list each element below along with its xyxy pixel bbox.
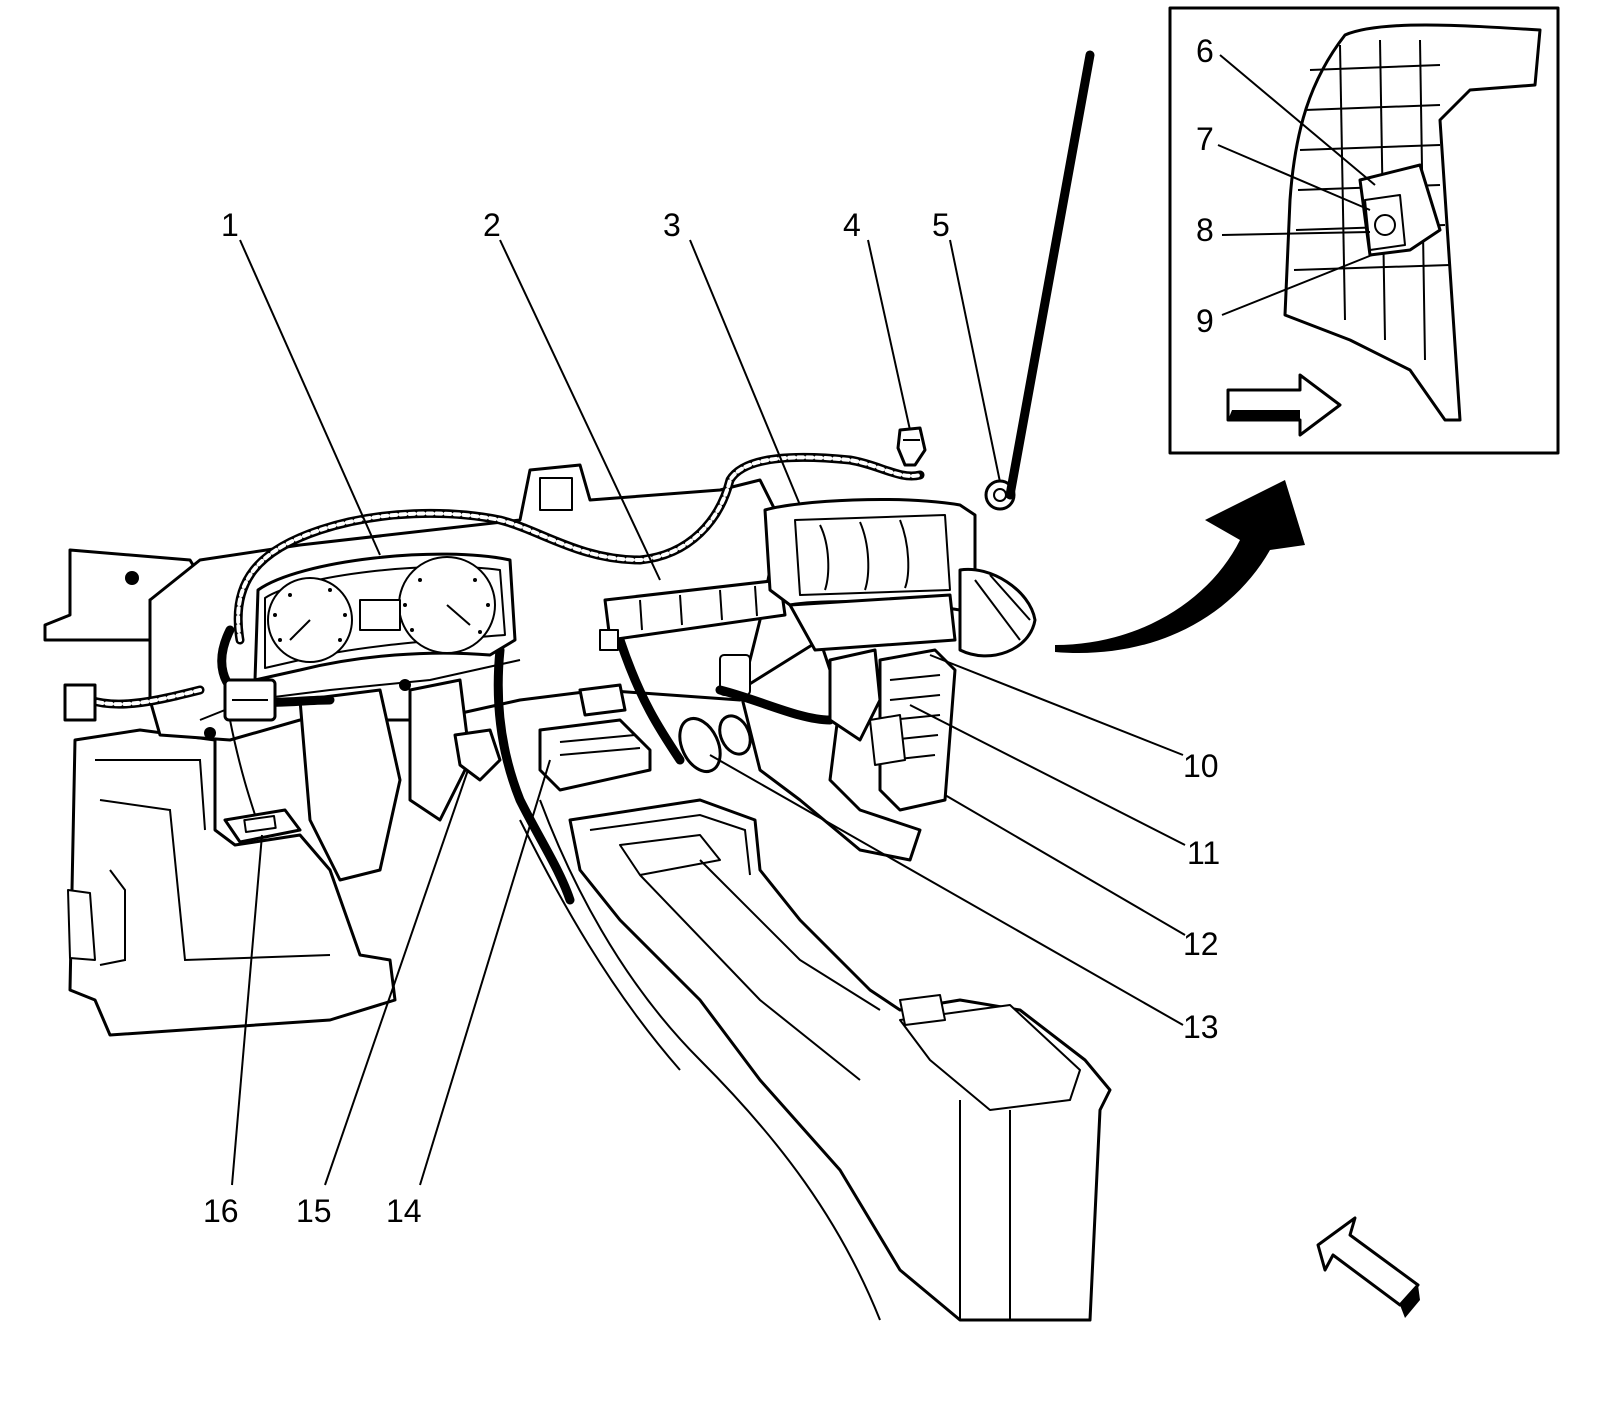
control-module: [599, 578, 787, 651]
wiring-harness: [85, 452, 925, 905]
callout-14: 14: [386, 1193, 422, 1229]
callout-10: 10: [1183, 748, 1219, 784]
bracket-15: [453, 728, 502, 782]
left-connector: [63, 678, 277, 722]
leader-lines: [231, 54, 1376, 1186]
instrument-cluster: [253, 552, 517, 682]
callout-2: 2: [483, 207, 501, 243]
callout-16: 16: [203, 1193, 239, 1229]
callout-13: 13: [1183, 1009, 1219, 1045]
detail-inset: [1168, 6, 1560, 455]
switch-16: [223, 808, 302, 844]
callout-11: 11: [1187, 835, 1220, 871]
callout-8: 8: [1196, 212, 1214, 248]
floor-console: [519, 798, 1112, 1322]
callout-3: 3: [663, 207, 681, 243]
callout-15: 15: [296, 1193, 332, 1229]
connector-4: [896, 426, 927, 467]
callout-labels: 1 2 3 4 5 6 7 8 9 10 11 12 13 14 15 16: [203, 33, 1220, 1229]
callout-7: 7: [1196, 121, 1214, 157]
grommet-5: [984, 50, 1095, 511]
callout-12: 12: [1183, 926, 1219, 962]
hvac-module: [763, 498, 1037, 658]
callout-4: 4: [843, 207, 861, 243]
arrow-right-icon: [1226, 373, 1342, 437]
arrow-up-left-icon: [1316, 1216, 1420, 1318]
callout-1: 1: [221, 207, 239, 243]
callout-6: 6: [1196, 33, 1214, 69]
callout-5: 5: [932, 207, 950, 243]
lower-connectors: [538, 683, 652, 792]
connector-cans: [678, 714, 752, 773]
right-modules: [828, 648, 957, 812]
curved-arrow-icon: [1055, 480, 1305, 654]
callout-9: 9: [1196, 303, 1214, 339]
